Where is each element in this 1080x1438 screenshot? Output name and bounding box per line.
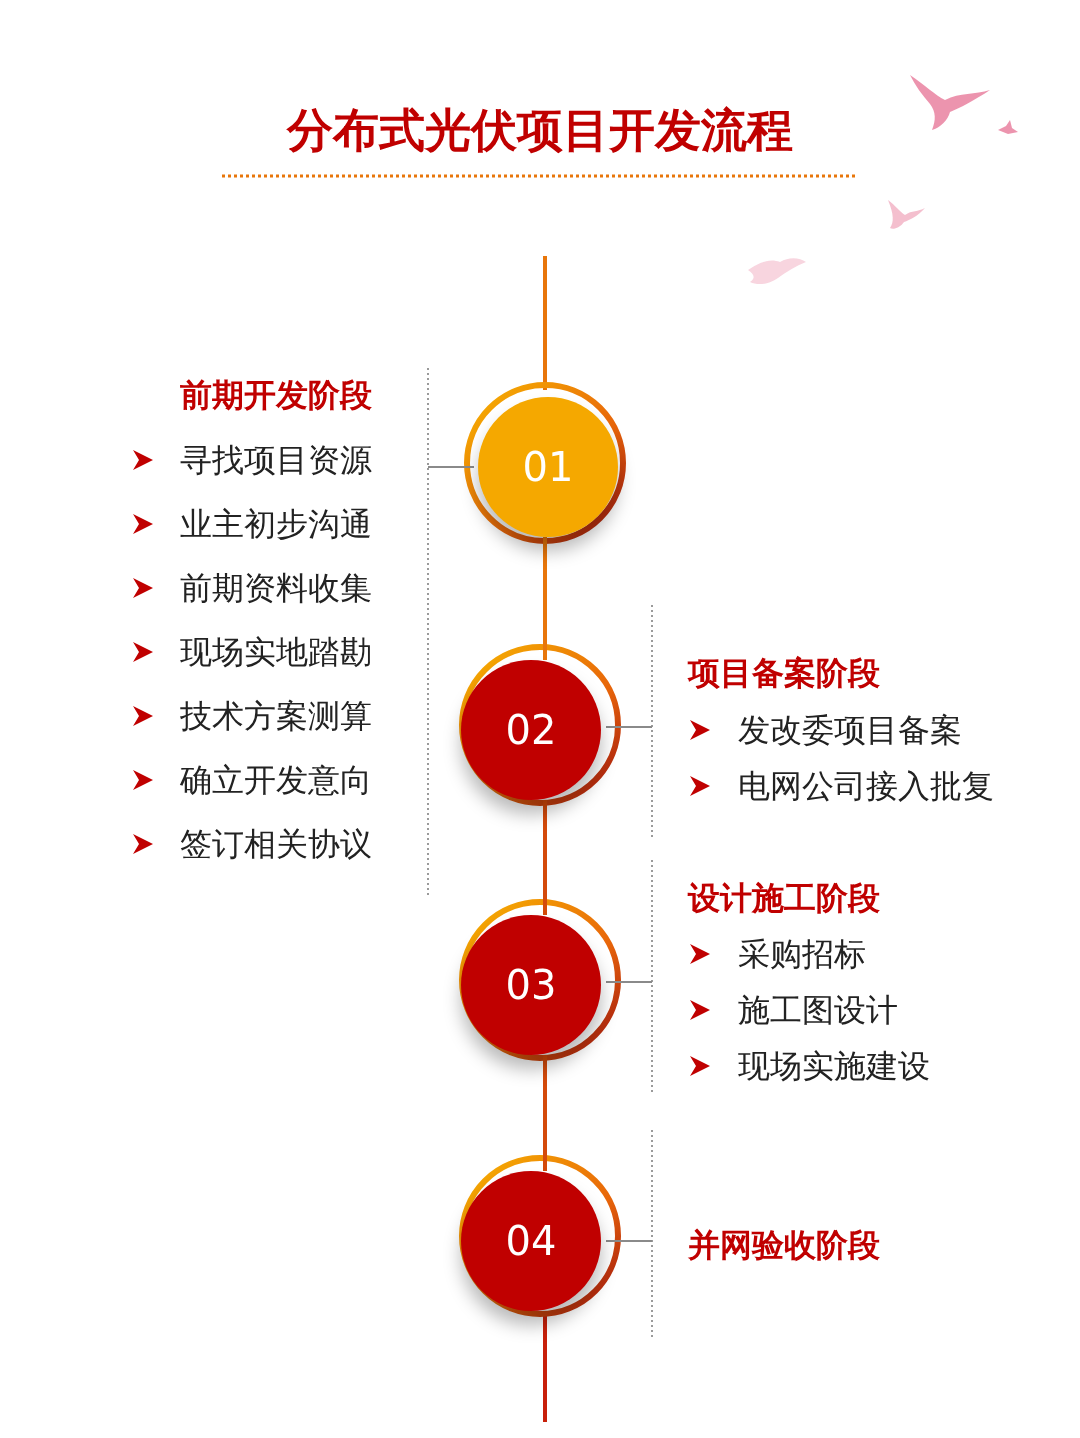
step-item: 电网公司接入批复 (738, 766, 994, 806)
step-item: 寻找项目资源 (180, 440, 372, 480)
step-item: 前期资料收集 (180, 568, 372, 608)
leader-line (428, 467, 652, 1241)
step-number: 01 (523, 444, 574, 490)
step-item: 确立开发意向 (180, 760, 372, 800)
dotted-separator (428, 368, 652, 1340)
stage-heading: 项目备案阶段 (688, 653, 880, 693)
step-item: 现场实施建设 (738, 1046, 930, 1086)
stage-heading: 设计施工阶段 (688, 878, 880, 918)
step-number: 03 (506, 962, 557, 1008)
bullet-arrow (133, 450, 710, 1076)
timeline-connector (543, 1055, 547, 1171)
step-item: 施工图设计 (738, 990, 898, 1030)
step-item: 技术方案测算 (180, 696, 372, 736)
timeline-connector (543, 537, 547, 660)
circle-ring (462, 385, 623, 1314)
step-item: 采购招标 (738, 934, 866, 974)
timeline-connector (543, 800, 547, 915)
step-item: 签订相关协议 (180, 824, 372, 864)
diagram-title: 分布式光伏项目开发流程 (0, 100, 1080, 160)
step-item: 发改委项目备案 (738, 710, 962, 750)
step-number: 02 (506, 707, 557, 753)
step-circle: 03 (461, 915, 601, 1055)
stage-heading: 并网验收阶段 (688, 1225, 880, 1265)
stage-heading: 前期开发阶段 (180, 375, 372, 415)
timeline-line (543, 1315, 547, 1422)
timeline-line (543, 256, 547, 390)
step-circle: 01 (478, 397, 618, 537)
step-circle: 02 (461, 660, 601, 800)
title-underline (222, 175, 858, 178)
step-item: 业主初步沟通 (180, 504, 372, 544)
step-number: 04 (506, 1218, 557, 1264)
step-item: 现场实地踏勘 (180, 632, 372, 672)
step-circle: 04 (461, 1171, 601, 1311)
